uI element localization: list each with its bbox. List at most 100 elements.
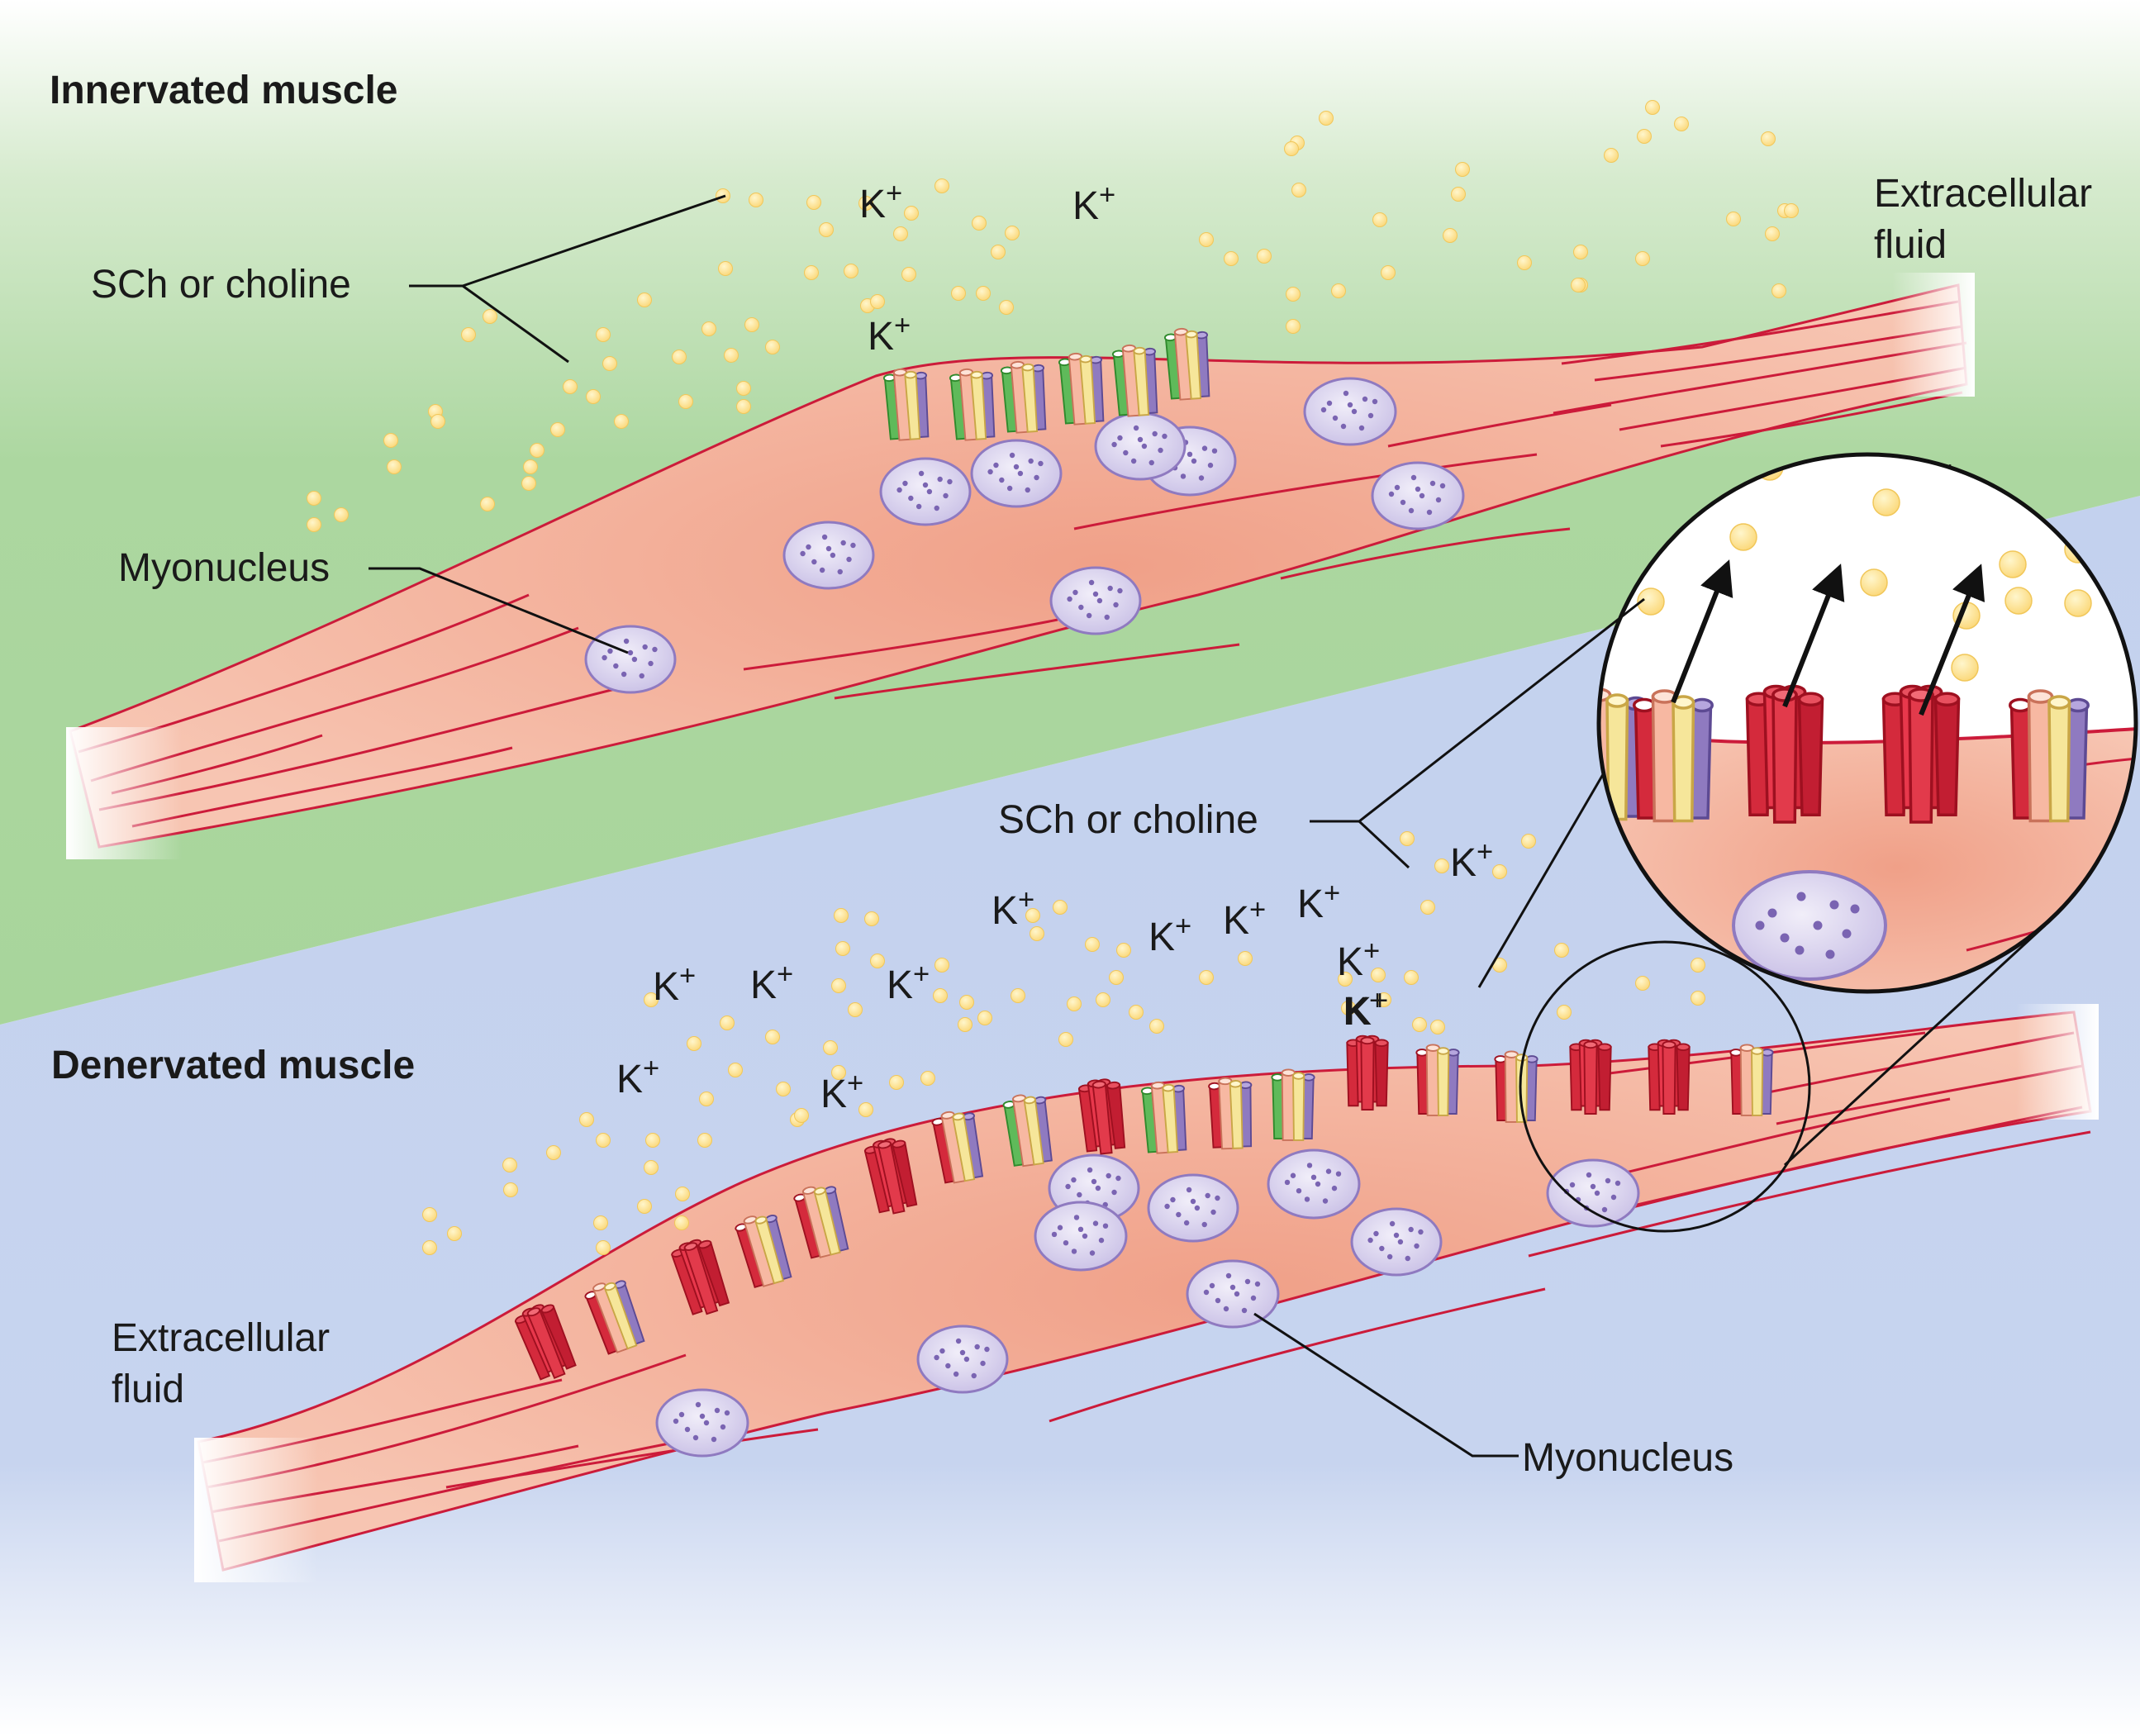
- junctional-receptor: [1633, 689, 1714, 823]
- sch-molecule: [901, 267, 916, 282]
- sch-choline-molecules: [307, 100, 1799, 1255]
- sch-molecule: [1635, 976, 1650, 991]
- innervated-muscle-fiber: [66, 273, 1975, 859]
- junctional-receptor: [1000, 360, 1047, 434]
- junctional-receptor: [1415, 1044, 1460, 1116]
- sch-molecule: [823, 1040, 838, 1055]
- myonucleus: [1147, 1173, 1239, 1243]
- myonucleus: [1350, 1207, 1443, 1277]
- sch-molecule: [844, 264, 858, 278]
- sch-molecule: [593, 1215, 608, 1230]
- sch-molecule: [461, 327, 476, 342]
- sch-molecule: [889, 1075, 904, 1090]
- sch-molecule: [550, 422, 565, 437]
- sch-molecule: [934, 178, 949, 193]
- sch-molecule: [596, 1133, 611, 1148]
- efflux-arrow: [1671, 559, 1733, 704]
- sch-molecule: [744, 317, 759, 332]
- extrajunctional-receptor: [671, 1239, 730, 1315]
- sch-molecule: [1430, 1020, 1445, 1034]
- junctional-receptor: [2009, 689, 2090, 823]
- sch-molecule: [701, 321, 716, 336]
- bottom-nucleus-leader: [1253, 1312, 1519, 1458]
- sch-molecule: [1455, 162, 1470, 177]
- sch-molecule: [1404, 970, 1419, 985]
- top-agonist-leader: [409, 194, 726, 364]
- sch-molecule: [1319, 111, 1334, 126]
- sch-molecule: [1451, 187, 1466, 202]
- sch-molecule: [819, 222, 834, 237]
- zoom-source-circle: [1519, 940, 1811, 1233]
- sch-molecule: [1872, 488, 1900, 516]
- sch-molecule: [1109, 970, 1124, 985]
- sch-molecule: [503, 1182, 518, 1197]
- sch-molecule: [1341, 1001, 1356, 1015]
- sch-molecule: [858, 196, 873, 211]
- sch-molecule: [1557, 1005, 1572, 1020]
- sch-molecule: [1338, 972, 1353, 987]
- myonucleus: [1186, 1259, 1280, 1329]
- sch-molecule: [933, 988, 948, 1003]
- sch-molecule: [307, 491, 321, 506]
- top-nucleus-label: Myonucleus: [118, 546, 330, 590]
- sch-molecule: [1371, 968, 1386, 982]
- sch-molecule: [1635, 251, 1650, 266]
- extrajunctional-receptor: [1077, 1078, 1126, 1155]
- sch-molecule: [1637, 129, 1652, 144]
- sch-molecule: [579, 1112, 594, 1127]
- top-extracellular-line1: Extracellular: [1874, 172, 2092, 216]
- sch-molecule: [697, 1133, 712, 1148]
- junctional-receptor: [882, 368, 930, 441]
- sch-molecule: [1286, 287, 1301, 302]
- sch-molecule: [1053, 900, 1068, 915]
- sch-molecule: [1691, 991, 1705, 1006]
- sch-molecule: [1011, 988, 1025, 1003]
- sch-molecule: [430, 414, 445, 429]
- myonucleus: [1371, 461, 1465, 530]
- myonucleus: [879, 457, 972, 526]
- sch-molecule: [959, 995, 974, 1010]
- top-agonist-label: SCh or choline: [91, 263, 351, 307]
- bottom-agonist-leader: [1310, 597, 1645, 869]
- sch-molecule: [736, 399, 751, 414]
- sch-molecule: [1085, 937, 1100, 952]
- sch-molecule: [834, 908, 849, 923]
- sch-molecule: [904, 206, 919, 221]
- sch-molecule: [502, 1158, 517, 1172]
- junctional-receptor: [949, 368, 996, 441]
- sch-molecule: [334, 507, 349, 522]
- sch-molecule: [1005, 226, 1020, 240]
- sch-molecule: [749, 193, 763, 207]
- sch-molecule: [1729, 523, 1757, 551]
- sch-molecule: [972, 216, 987, 231]
- sch-molecule: [1238, 951, 1253, 966]
- sch-molecule: [596, 1240, 611, 1255]
- bottom-nucleus-label: Myonucleus: [1522, 1436, 1733, 1480]
- sch-molecule: [422, 1240, 437, 1255]
- sch-molecule: [687, 1036, 701, 1051]
- sch-molecule: [1726, 212, 1741, 226]
- sch-molecule: [1257, 249, 1272, 264]
- sch-molecule: [637, 1199, 652, 1214]
- sch-molecule: [1765, 226, 1780, 241]
- sch-molecule: [831, 1065, 846, 1080]
- sch-molecule: [1691, 958, 1705, 973]
- efflux-arrow: [1919, 564, 1985, 716]
- sch-molecule: [1286, 319, 1301, 334]
- sch-molecule: [1492, 864, 1507, 879]
- sch-molecule: [804, 265, 819, 280]
- sch-molecule: [387, 459, 402, 474]
- extrajunctional-receptor: [1569, 1039, 1612, 1115]
- sch-molecule: [675, 1187, 690, 1201]
- potassium-ion-label: K+: [992, 884, 1034, 933]
- junctional-receptor: [1140, 1081, 1187, 1154]
- sch-molecule: [1149, 1019, 1164, 1034]
- sch-molecule: [1224, 251, 1239, 266]
- sch-molecule: [794, 1108, 809, 1123]
- sch-molecule: [1025, 908, 1040, 923]
- sch-molecule: [1400, 831, 1415, 846]
- sch-molecule: [1571, 278, 1586, 293]
- myonucleus: [1732, 870, 1887, 981]
- sch-molecule: [1784, 203, 1799, 218]
- sch-molecule: [637, 293, 652, 307]
